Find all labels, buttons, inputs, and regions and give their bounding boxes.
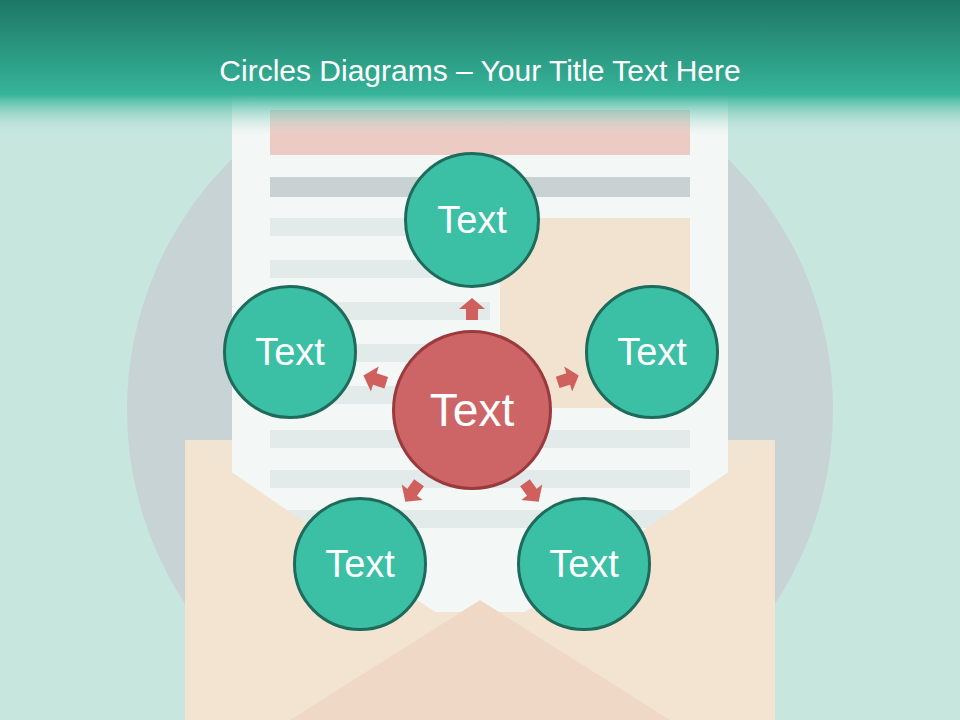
block-arrow [402,479,424,501]
circle-label: Text [430,383,514,437]
block-arrow [363,367,388,392]
circle-label: Text [325,543,395,586]
circle-label: Text [437,199,507,242]
circle-label: Text [549,543,619,586]
circle-label: Text [617,331,687,374]
outer-circle: Text [293,497,427,631]
center-circle: Text [392,330,552,490]
outer-circle: Text [585,285,719,419]
circle-label: Text [255,331,325,374]
block-arrow [520,479,542,501]
block-arrow [556,367,579,392]
outer-circle: Text [223,285,357,419]
block-arrow [459,298,485,320]
slide-title: Circles Diagrams – Your Title Text Here [0,54,960,88]
outer-circle: Text [404,152,540,288]
outer-circle: Text [517,497,651,631]
